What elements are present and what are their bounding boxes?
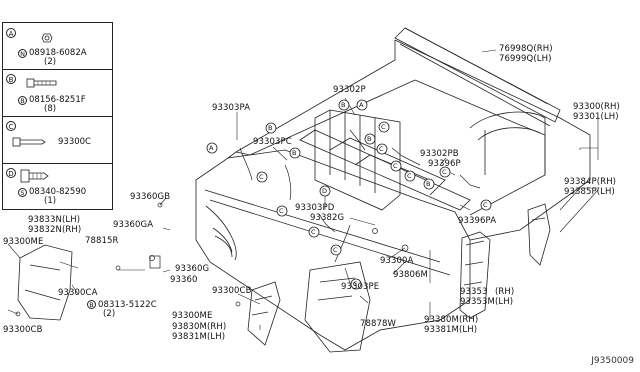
- callout-93384P: 93384P(RH): [564, 177, 617, 187]
- marker-c-11: C: [353, 280, 358, 288]
- marker-c-5: C: [407, 172, 412, 180]
- clips: [15, 202, 409, 317]
- callout-93380M: 93380M(RH): [424, 315, 479, 325]
- marker-c-4: C: [393, 162, 398, 170]
- callout-93300CB-left: 93300CB: [3, 325, 43, 335]
- legend-c-part: 93300C: [58, 137, 91, 147]
- legend-a-part: 08918-6082A: [29, 48, 87, 58]
- marker-b-4: B: [367, 135, 372, 143]
- callout-93830M: 93830M(RH): [172, 322, 227, 332]
- callout-93360GB: 93360GB: [130, 192, 171, 202]
- nut-icon: [41, 33, 53, 43]
- rear-panel: [304, 261, 371, 353]
- legend-d-qty: (1): [44, 196, 57, 206]
- legend-divider: [2, 116, 113, 117]
- legend-divider: [2, 69, 113, 70]
- callout-93385P: 93385P(LH): [564, 187, 615, 197]
- callout-93303PE: 93303PE: [341, 282, 380, 292]
- bolt-icon: [26, 78, 57, 88]
- callout-93300ME-mid: 93300ME: [172, 311, 213, 321]
- mud-guard-left: [17, 244, 73, 321]
- screw-icon: [12, 137, 46, 147]
- callout-93360: 93360: [170, 275, 198, 285]
- legend-marker-b: B: [6, 74, 16, 84]
- marker-a-1: A: [209, 144, 214, 152]
- legend-marker-a: A: [6, 28, 16, 38]
- marker-b-3: B: [341, 101, 346, 109]
- callout-93353: 93353: [460, 287, 488, 297]
- legend-a-qty: (2): [44, 57, 57, 67]
- callout-93832N: 93832N(RH): [28, 225, 82, 235]
- marker-c-10: C: [333, 246, 338, 254]
- marker-c-2: C: [381, 123, 386, 131]
- legend-divider: [2, 163, 113, 164]
- legend-sub-marker-s: S: [18, 188, 27, 197]
- callout-93833N: 93833N(LH): [28, 215, 81, 225]
- callout-93303PA: 93303PA: [212, 103, 251, 113]
- callout-93300RH: 93300(RH): [573, 102, 620, 112]
- callout-93360G: 93360G: [175, 264, 210, 274]
- side-reinforcement: [527, 203, 551, 266]
- callout-76999Q: 76999Q(LH): [499, 54, 552, 64]
- lamp-bracket: [459, 231, 491, 319]
- front-bed-rail: [394, 27, 561, 127]
- diagram-code: J9350009: [591, 356, 634, 366]
- callout-93303PC: 93303PC: [253, 137, 292, 147]
- marker-b-5: B: [426, 180, 431, 188]
- marker-c-1: C: [259, 173, 264, 181]
- marker-c-9: C: [311, 228, 316, 236]
- marker-d-1: D: [322, 187, 328, 195]
- callout-78878W: 78878W: [360, 319, 397, 329]
- leader-lines: [7, 49, 599, 330]
- harness-wires: [239, 129, 481, 263]
- callout-93360GA: 93360GA: [113, 220, 154, 230]
- callout-93396P: 93396P: [428, 159, 461, 169]
- callout-93382G: 93382G: [310, 213, 345, 223]
- marker-c-8: C: [279, 207, 284, 215]
- callout-93353M: 93353M(LH): [460, 297, 514, 307]
- tapping-screw-icon: [20, 169, 49, 183]
- legend-sub-marker-n: N: [18, 49, 27, 58]
- callout-93302PB: 93302PB: [420, 149, 459, 159]
- callout-93303PD: 93303PD: [295, 203, 335, 213]
- callout-93806M: 93806M: [393, 270, 428, 280]
- mud-guard-middle: [247, 281, 281, 346]
- callout-08313-marker: B: [87, 300, 96, 309]
- callout-78815R: 78815R: [85, 236, 119, 246]
- legend-b-qty: (8): [44, 104, 57, 114]
- callout-93300A: 93300A: [380, 256, 414, 266]
- callout-93831M: 93831M(LH): [172, 332, 226, 342]
- marker-b-2: B: [292, 149, 297, 157]
- marker-c-6: C: [442, 168, 447, 176]
- fender-outer: [205, 205, 237, 261]
- marker-c-7: C: [483, 201, 488, 209]
- callout-93396PA: 93396PA: [458, 216, 497, 226]
- wheel-arch: [469, 111, 546, 175]
- legend-sub-marker-b: B: [18, 96, 27, 105]
- callout-93302P: 93302P: [333, 85, 366, 95]
- callout-93353-rh: (RH): [495, 287, 515, 297]
- callout-93381M: 93381M(LH): [424, 325, 478, 335]
- callout-93300CA: 93300CA: [58, 288, 98, 298]
- legend-marker-d: D: [6, 168, 16, 178]
- callout-93300ME-left: 93300ME: [3, 237, 44, 247]
- legend-b-part: 08156-8251F: [29, 95, 86, 105]
- callout-08313-qty: (2): [103, 309, 116, 319]
- legend-d-part: 08340-82590: [29, 187, 87, 197]
- callout-93300CB-mid: 93300CB: [212, 286, 252, 296]
- callout-08313-5122C: 08313-5122C: [98, 300, 157, 310]
- callout-76998Q: 76998Q(RH): [499, 44, 553, 54]
- marker-c-3: C: [379, 145, 384, 153]
- bedside-outer-panel: [195, 39, 591, 351]
- marker-b-1: B: [268, 124, 273, 132]
- marker-a-2: A: [359, 101, 364, 109]
- legend-marker-c: C: [6, 121, 16, 131]
- callout-93301LH: 93301(LH): [573, 112, 619, 122]
